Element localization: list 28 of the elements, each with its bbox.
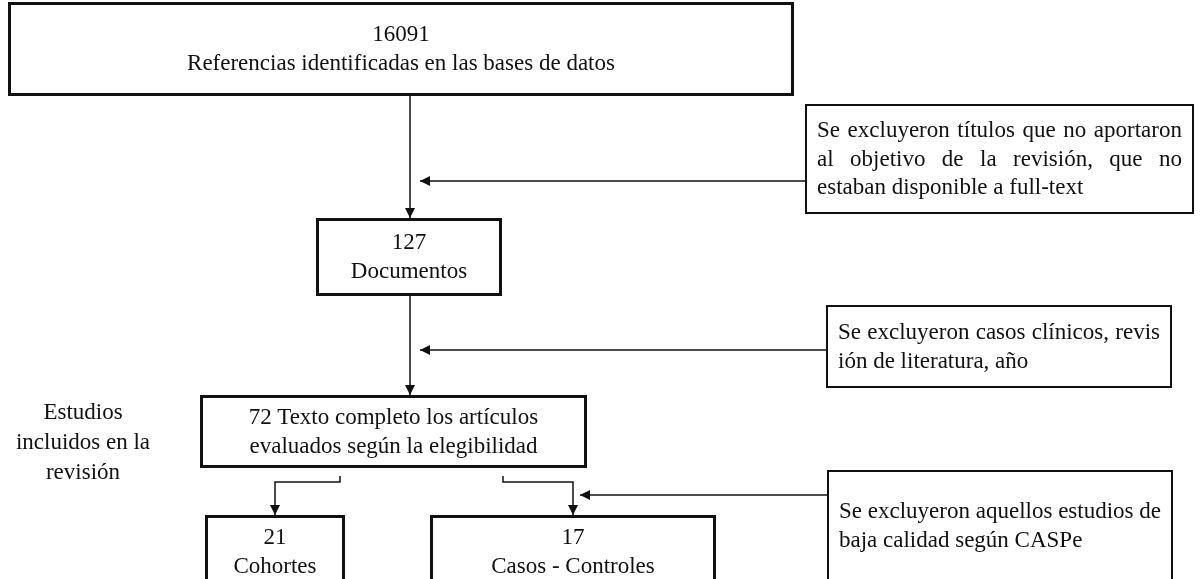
box-text: 16091: [372, 20, 430, 49]
box-text: Se excluyeron aquellos estudios de baja calidad según CASPe: [839, 496, 1161, 554]
box-text: Documentos: [350, 257, 468, 285]
note-box: [827, 470, 1173, 579]
note-box: [826, 305, 1172, 388]
box-text: 21: [263, 522, 287, 551]
box-text: 72 Texto completo los artículos evaluados según la elegibilidad: [247, 402, 540, 460]
arrow: [405, 95, 415, 219]
process-box: [205, 515, 345, 579]
box-text: Referencias identificadas en las bases de datos: [187, 49, 615, 77]
arrow: [579, 490, 828, 500]
box-text: 17: [561, 522, 585, 551]
box-text: Casos - Controles: [491, 551, 655, 579]
arrow: [419, 176, 806, 186]
process-box: [316, 218, 502, 296]
side-note: Estudios incluidos en la revisión: [14, 398, 152, 486]
arrow: [419, 345, 827, 355]
arrow: [405, 295, 415, 396]
arrow: [270, 475, 341, 516]
note-box: [805, 104, 1194, 214]
box-text: Se excluyeron casos clínicos, revis ión de literatura, año: [838, 317, 1160, 375]
process-box: [430, 515, 716, 579]
box-text: Se excluyeron títulos que no aportaron al objetivo de la revisión, que no estaban disponible a full-text: [817, 115, 1182, 202]
process-box: [8, 2, 794, 96]
box-text: Cohortes: [233, 551, 317, 579]
arrow: [502, 475, 578, 516]
box-text: 127: [391, 228, 427, 257]
process-box: [200, 395, 587, 468]
